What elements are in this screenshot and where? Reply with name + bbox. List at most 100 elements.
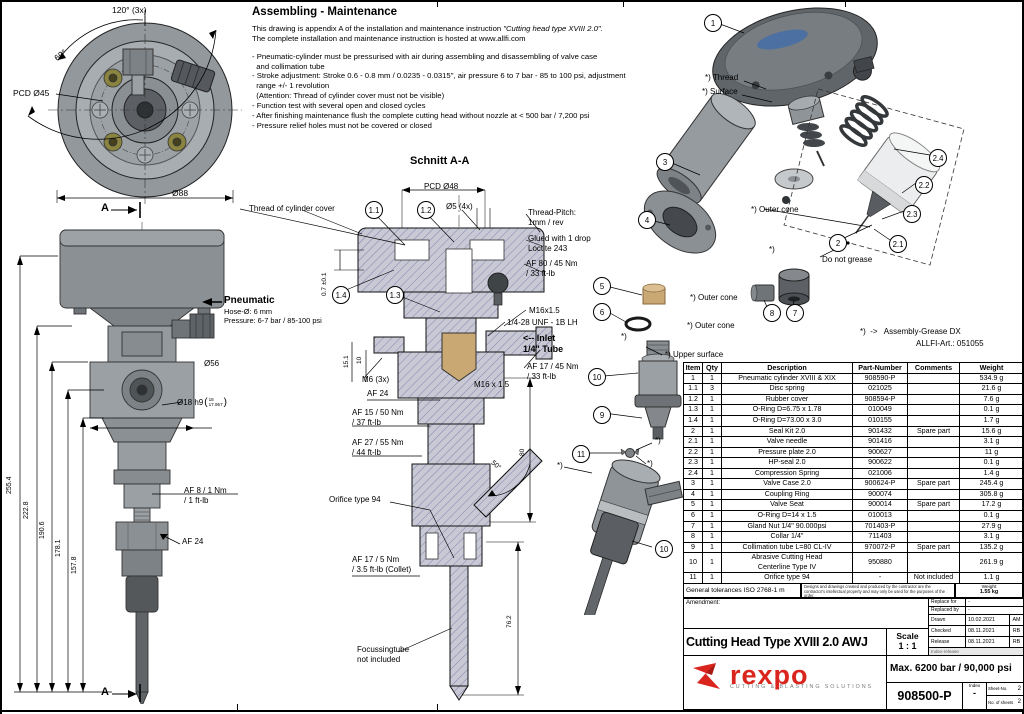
bom-header: Weight — [959, 362, 1024, 374]
bom-cell: 010155 — [852, 414, 908, 427]
drawing-title: Cutting Head Type XVIII 2.0 AWJ — [686, 634, 868, 649]
balloon-10-lower: 10 — [655, 540, 673, 558]
bom-cell: 1 — [702, 531, 722, 543]
bom-cell: 1.7 g — [959, 414, 1024, 427]
bom-cell: 2.1 — [683, 436, 703, 448]
bom-cell: 7.6 g — [959, 393, 1024, 406]
bom-footer-row: General tolerances ISO 2768-1 m Designs … — [683, 583, 1023, 598]
bom-cell: 534.9 g — [959, 372, 1024, 385]
pressure-cell: Max. 6200 bar / 90,000 psi — [886, 654, 1024, 683]
index-value: - — [973, 687, 976, 698]
bom-cell: 15.6 g — [959, 425, 1024, 438]
dim-80: 80 — [519, 448, 526, 456]
bom-cell: Spare part — [907, 541, 960, 554]
release-by: RB — [1012, 638, 1021, 645]
replace-for-value: - — [968, 599, 970, 606]
bom-cell: 21.6 g — [959, 383, 1024, 395]
bom-cell: 010013 — [852, 510, 908, 522]
bom-cell: 3.1 g — [959, 531, 1024, 543]
label-grease-note-2: ALLFI-Art.: 051055 — [916, 339, 984, 348]
bom-header: Comments — [907, 362, 960, 374]
bom-cell: 4 — [683, 488, 703, 501]
bom-cell: Valve Case 2.0 — [721, 478, 853, 490]
bom-cell: Compression Spring — [721, 467, 853, 480]
dim-190: 190.6 — [39, 521, 46, 539]
dim-255: 255.4 — [6, 476, 13, 494]
bom-cell: Rubber cover — [721, 393, 853, 406]
bom-cell: Valve Seat — [721, 499, 853, 512]
dia18-paren-r: ) — [223, 397, 227, 408]
exploded-view-drawing — [563, 7, 965, 615]
bom-cell: 1 — [702, 372, 722, 385]
bom-cell — [907, 372, 960, 385]
bom-cell: 900014 — [852, 499, 908, 512]
title-block: Amendment: Replace for - Replaced by - D… — [683, 597, 1024, 710]
balloon-1-1: 1.1 — [365, 201, 383, 219]
bom-cell: Collar 1/4" — [721, 531, 853, 543]
bom-cell: 1.4 g — [959, 467, 1024, 480]
frame-tick — [437, 704, 438, 711]
bom-cell: - — [852, 572, 908, 584]
label-af80: AF 80 / 45 Nm / 33 ft-lb — [526, 259, 578, 278]
frame-left — [0, 0, 2, 714]
notes-intro: This drawing is appendix A of the instal… — [252, 24, 680, 44]
bom-cell: 6 — [683, 510, 703, 522]
bom-cell: 908590-P — [852, 372, 908, 385]
bom-cell: 17.2 g — [959, 499, 1024, 512]
index-cell: Index - — [962, 681, 987, 710]
sheet-no-value: 2 — [1017, 685, 1021, 692]
bom-cell — [907, 383, 960, 395]
bom-cell — [907, 552, 960, 574]
balloon-1-4: 1.4 — [332, 286, 350, 304]
bom-cell: 261.9 g — [959, 552, 1024, 574]
bom-header: Item — [683, 362, 703, 374]
bom-header: Description — [721, 362, 853, 374]
bom-cell: Valve needle — [721, 436, 853, 448]
label-inlet: <-- Inlet 1/4" Tube — [523, 333, 564, 354]
pneumatic-pressure: Pressure: 6-7 bar / 85-100 psi — [224, 316, 322, 325]
bom-cell: 0.1 g — [959, 510, 1024, 522]
bom-cell: 10 — [683, 552, 703, 574]
label-star-11a: *) — [655, 436, 661, 445]
bom-cell: 900622 — [852, 457, 908, 469]
bom-cell: 1 — [683, 372, 703, 385]
bom-cell: 3.1 g — [959, 436, 1024, 448]
dim-dia56: Ø56 — [204, 359, 220, 368]
balloon-10-upper: 10 — [588, 368, 606, 386]
bom-cell: 900624-P — [852, 478, 908, 490]
dia18-upper: 18 — [208, 397, 214, 403]
label-af15: AF 15 / 50 Nm / 37 ft-lb — [352, 408, 404, 427]
balloon-1-3: 1.3 — [386, 286, 404, 304]
bom-cell — [907, 404, 960, 416]
bom-cell: 1 — [702, 499, 722, 512]
balloon-3: 3 — [656, 153, 674, 171]
bom-cell: 1 — [702, 467, 722, 480]
balloon-1: 1 — [704, 14, 722, 32]
bom-cell: 27.9 g — [959, 520, 1024, 533]
weight-label: Weight — [981, 584, 997, 590]
label-af24-section: AF 24 — [367, 389, 389, 398]
balloon-2-4: 2.4 — [929, 149, 947, 167]
balloon-8: 8 — [763, 304, 781, 322]
notes-intro-1: This drawing is appendix A of the instal… — [252, 24, 504, 33]
index-label: Index — [968, 682, 981, 688]
dim-angle-120: 120° (3x) — [112, 5, 147, 15]
label-grease-note-1: *) -> Assembly-Grease DX — [860, 327, 961, 336]
notes-intro-2: The complete installation and maintenanc… — [252, 33, 526, 43]
bom-cell: 1 — [702, 425, 722, 438]
frame-tick — [237, 704, 238, 711]
sheets-total-cell: No. of sheets 2 — [986, 694, 1024, 710]
replaced-by-label: Replaced by — [929, 606, 966, 614]
bom-cell: 2.3 — [683, 457, 703, 469]
bom-cell: Spare part — [907, 425, 960, 438]
bom-header: Part-Number — [852, 362, 908, 374]
bom-cell: 900627 — [852, 446, 908, 459]
bom-cell: 0.1 g — [959, 457, 1024, 469]
